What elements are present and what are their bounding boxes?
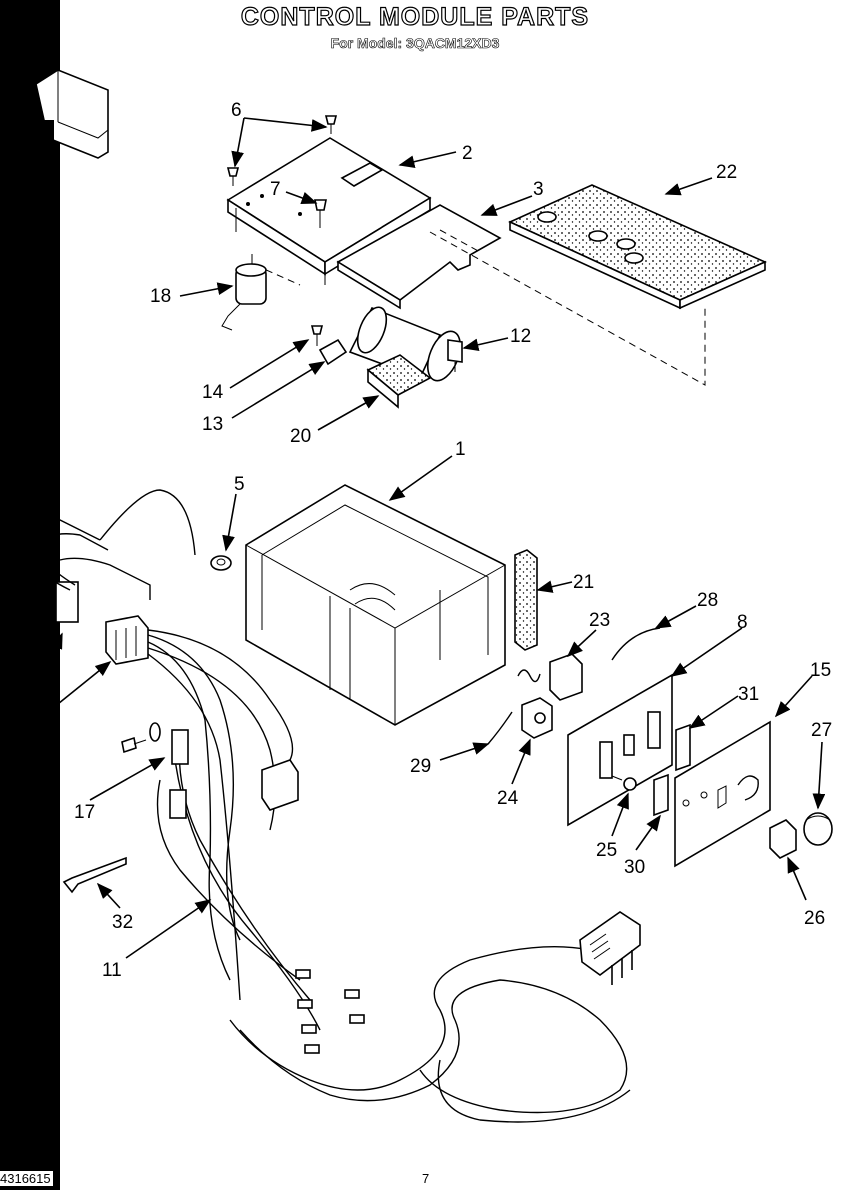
page-subtitle: For Model: 3QACM12XD3 xyxy=(330,35,500,52)
callout-15: 15 xyxy=(810,660,831,681)
callout-16: 16 xyxy=(28,683,49,704)
part-17-ground-screw xyxy=(121,722,161,754)
part-24-rotary-switch xyxy=(521,697,553,739)
callout-13: 13 xyxy=(202,414,223,435)
callout-28: 28 xyxy=(697,590,718,611)
callout-6: 6 xyxy=(231,100,242,121)
part-8-panel xyxy=(567,673,673,827)
callout-20: 20 xyxy=(290,426,311,447)
part-18-timer xyxy=(221,254,267,331)
callout-14: 14 xyxy=(202,382,224,403)
part-20-foam-block xyxy=(366,354,432,409)
callout-31: 31 xyxy=(738,684,759,705)
part-31-bracket xyxy=(675,723,691,772)
part-27-knob xyxy=(803,812,833,846)
part-26-rocker-switch xyxy=(769,819,797,859)
binding-strip xyxy=(0,0,60,1190)
callout-25: 25 xyxy=(596,840,617,861)
callout-12: 12 xyxy=(510,326,531,347)
callout-7: 7 xyxy=(270,179,281,200)
callout-21: 21 xyxy=(573,572,594,593)
page-title: CONTROL MODULE PARTS xyxy=(240,2,590,31)
document-number: 4316615 xyxy=(0,1171,53,1186)
callout-10: 10 xyxy=(28,716,49,737)
callout-1: 1 xyxy=(455,439,466,460)
part-3-board xyxy=(336,204,502,310)
part-10-connector xyxy=(105,615,149,665)
callout-4: 4 xyxy=(8,230,19,251)
part-15-faceplate xyxy=(674,720,771,868)
callout-24: 24 xyxy=(497,788,519,809)
part-25-screw xyxy=(611,775,637,791)
part-4-bracket xyxy=(35,69,109,180)
power-plug xyxy=(579,911,641,985)
callout-2: 2 xyxy=(462,143,473,164)
part-1-control-box xyxy=(245,484,506,726)
part-16-terminal xyxy=(55,581,79,623)
callout-labels: 6 2 3 22 7 4 18 12 14 13 20 1 5 21 28 23… xyxy=(8,100,832,981)
part-29-clip xyxy=(487,711,513,745)
part-22-insulation xyxy=(508,184,767,310)
part-28-tube xyxy=(611,627,661,661)
callout-11: 11 xyxy=(102,960,122,981)
part-6-screws xyxy=(226,115,338,186)
part-32-cable-tie xyxy=(62,856,127,894)
part-21-foam-strip xyxy=(514,549,538,651)
callout-30: 30 xyxy=(624,857,645,878)
callout-26: 26 xyxy=(804,908,825,929)
part-30-bracket xyxy=(653,773,669,817)
callout-3: 3 xyxy=(533,179,544,200)
part-7-screw xyxy=(314,199,327,228)
page-number: 7 xyxy=(422,1171,430,1186)
part-23-switch xyxy=(517,653,583,701)
part-14-screw xyxy=(310,325,324,346)
callout-32: 32 xyxy=(112,912,133,933)
callout-22: 22 xyxy=(716,162,737,183)
callout-29: 29 xyxy=(410,756,431,777)
leader-lines xyxy=(21,117,826,959)
callout-17: 17 xyxy=(74,802,95,823)
part-5-nut xyxy=(210,555,232,571)
part-13-clip xyxy=(318,338,348,366)
callout-18: 18 xyxy=(150,286,171,307)
part-11-wire-harness xyxy=(23,489,631,1123)
callout-8: 8 xyxy=(737,612,748,633)
callout-23: 23 xyxy=(589,610,610,631)
callout-5: 5 xyxy=(234,474,245,495)
callout-27: 27 xyxy=(811,720,832,741)
